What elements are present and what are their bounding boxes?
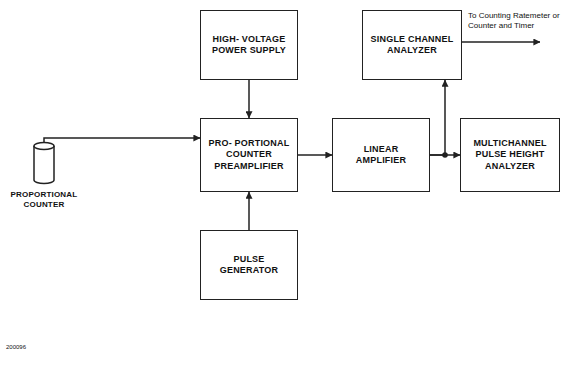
signal-connector bbox=[298, 154, 332, 156]
process-box: LINEAR AMPLIFIER bbox=[332, 118, 430, 192]
process-box: HIGH- VOLTAGE POWER SUPPLY bbox=[200, 10, 298, 80]
signal-connector bbox=[248, 192, 250, 230]
node-label: PROPORTIONAL COUNTER bbox=[3, 190, 85, 210]
process-box: MULTICHANNEL PULSE HEIGHT ANALYZER bbox=[460, 118, 560, 192]
node-label: PULSE GENERATOR bbox=[201, 251, 297, 280]
process-box: PRO- PORTIONAL COUNTER PREAMPLIFIER bbox=[200, 118, 298, 192]
process-box: PULSE GENERATOR bbox=[200, 230, 298, 300]
node-label: MULTICHANNEL PULSE HEIGHT ANALYZER bbox=[461, 135, 559, 175]
detector-cylinder: PROPORTIONAL COUNTER bbox=[33, 142, 55, 184]
signal-connector bbox=[248, 80, 250, 118]
figure-number: 200096 bbox=[6, 344, 66, 352]
node-label: HIGH- VOLTAGE POWER SUPPLY bbox=[201, 31, 297, 60]
node-label: SINGLE CHANNEL ANALYZER bbox=[363, 31, 461, 60]
node-label: LINEAR AMPLIFIER bbox=[333, 141, 429, 170]
signal-connector bbox=[430, 154, 460, 156]
signal-connector bbox=[44, 138, 200, 142]
output-arrow bbox=[462, 41, 540, 43]
process-box: SINGLE CHANNEL ANALYZER bbox=[362, 10, 462, 80]
signal-connector bbox=[430, 80, 445, 155]
output-note: To Counting Ratemeter or Counter and Tim… bbox=[468, 11, 566, 31]
cylinder-outline bbox=[33, 142, 55, 184]
node-label: PRO- PORTIONAL COUNTER PREAMPLIFIER bbox=[201, 135, 297, 175]
